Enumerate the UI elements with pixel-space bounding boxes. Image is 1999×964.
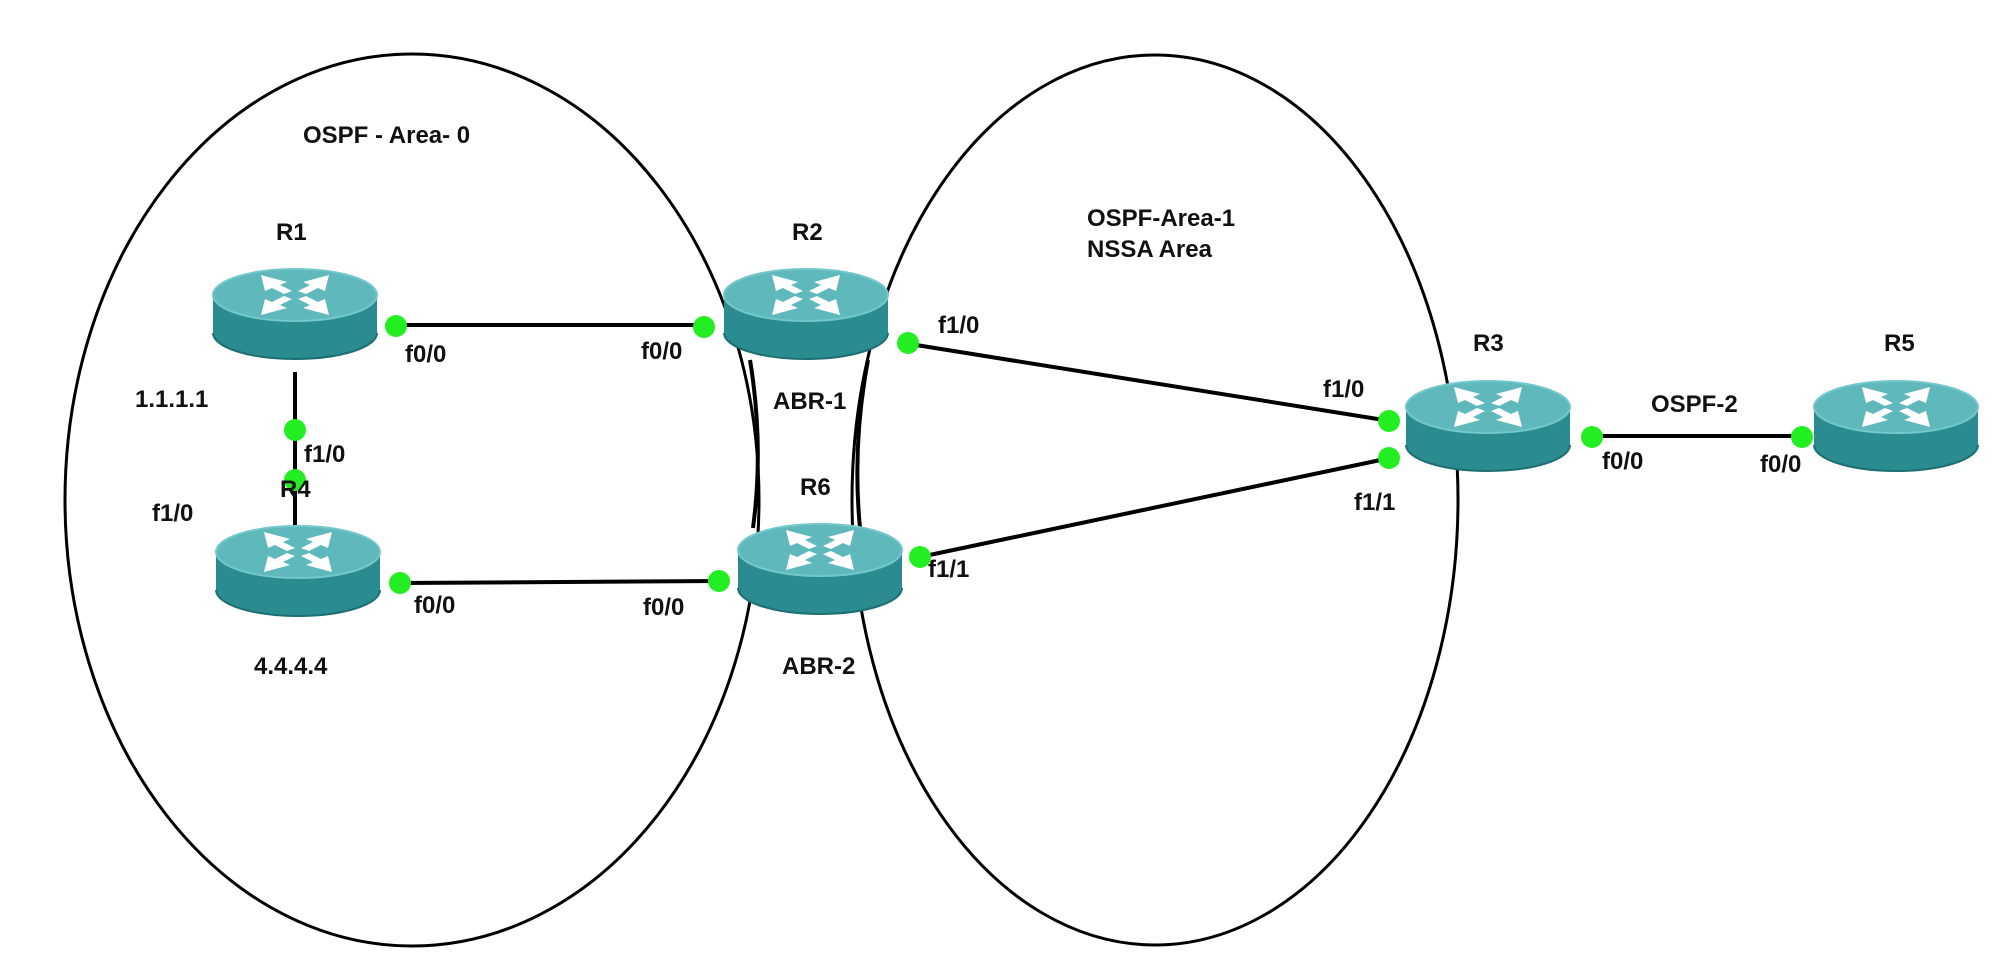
router-r2-role: ABR-1	[773, 388, 847, 415]
router-r6-role: ABR-2	[782, 653, 856, 680]
link-r2-r6-left	[748, 359, 760, 529]
area-1-boundary	[850, 53, 1460, 947]
port-r3-f11[interactable]	[1378, 447, 1400, 469]
iface-r3-f11: f1/1	[1354, 489, 1396, 516]
area-1-type-label: NSSA Area	[1087, 236, 1212, 263]
iface-r1-f00: f0/0	[405, 341, 447, 368]
router-r2-icon[interactable]	[723, 268, 889, 360]
router-r1-id: 1.1.1.1	[135, 386, 209, 413]
port-r3-f00[interactable]	[1581, 426, 1603, 448]
port-r4-f10[interactable]	[284, 469, 306, 491]
router-r3-icon[interactable]	[1405, 380, 1571, 472]
router-r6-icon[interactable]	[737, 523, 903, 615]
link-r2-r6-right	[855, 359, 870, 529]
iface-r2-f00: f0/0	[641, 338, 683, 365]
router-r2-label: R2	[792, 219, 823, 246]
iface-r6-f00: f0/0	[643, 594, 685, 621]
iface-r1-f10: f1/0	[304, 441, 346, 468]
iface-r6-f11: f1/1	[928, 556, 970, 583]
router-r1-label: R1	[276, 219, 307, 246]
iface-r4-f00: f0/0	[414, 592, 456, 619]
iface-r4-f10: f1/0	[152, 500, 194, 527]
link-r2-r3	[909, 342, 1391, 423]
port-indicators	[284, 315, 1813, 594]
iface-r3-f00: f0/0	[1602, 448, 1644, 475]
router-r4-id: 4.4.4.4	[254, 653, 328, 680]
iface-r3-f10: f1/0	[1323, 376, 1365, 403]
router-r1-icon[interactable]	[212, 268, 378, 360]
iface-r5-f00: f0/0	[1760, 451, 1802, 478]
iface-r2-f10: f1/0	[938, 312, 980, 339]
links	[293, 323, 1805, 585]
port-r5-f00[interactable]	[1791, 426, 1813, 448]
router-r4-icon[interactable]	[215, 525, 381, 617]
router-r5-icon[interactable]	[1813, 380, 1979, 472]
port-r1-f10[interactable]	[284, 419, 306, 441]
port-r4-f00[interactable]	[389, 572, 411, 594]
port-r3-f10[interactable]	[1378, 410, 1400, 432]
area-1-label: OSPF-Area-1	[1087, 205, 1236, 232]
port-r1-f00[interactable]	[385, 315, 407, 337]
router-r4-label: R4	[280, 476, 311, 503]
router-r3-label: R3	[1473, 330, 1504, 357]
router-r6-label: R6	[800, 474, 831, 501]
ospf-2-label: OSPF-2	[1651, 391, 1738, 418]
port-r2-f00[interactable]	[693, 316, 715, 338]
link-r6-r3	[919, 456, 1391, 559]
port-r2-f10[interactable]	[897, 332, 919, 354]
link-r4-r6	[399, 579, 721, 585]
port-r6-f11[interactable]	[909, 546, 931, 568]
router-r5-label: R5	[1884, 330, 1915, 357]
area-0-boundary	[63, 52, 761, 948]
area-0-label: OSPF - Area- 0	[303, 122, 471, 149]
port-r6-f00[interactable]	[708, 570, 730, 592]
